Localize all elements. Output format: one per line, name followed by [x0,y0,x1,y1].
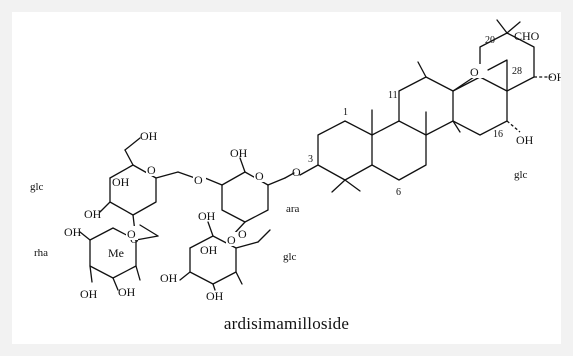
c3-oxygen-label: O [292,165,301,179]
glucose-lower-ring [179,221,271,291]
oh-c22-label: OH [548,70,561,84]
carbon-number-20: 20 [485,35,495,46]
ara-ring-o-label: O [255,169,264,183]
rha-oh-1-label: OH [64,225,82,239]
glycosidic-o-label: O [194,173,203,187]
figure-panel: CHO O OH OH O 1 3 6 11 16 20 28 OH O O O… [12,12,561,344]
rha-oh-2-label: OH [80,287,98,301]
glc-outer-oh-4-label: OH [84,207,102,221]
aglycone-skeleton [299,19,552,193]
glc-lower-oh-1-label: OH [198,209,216,223]
ara-c2-o-label: O [238,227,247,241]
carbon-number-11: 11 [388,90,398,101]
epoxy-o-label: O [470,65,479,79]
rha-oh-3-label: OH [118,285,136,299]
carbon-number-3: 3 [308,154,313,165]
sugar-label-glc-lower: glc [283,251,297,263]
ara-oh-label: OH [230,146,248,160]
rha-ring-o-label: O [127,227,136,241]
sugar-label-glc-right: glc [514,169,528,181]
sugar-label-ara: ara [286,203,300,215]
sugar-label-glc-outer: glc [30,181,44,193]
glc-outer-ch2oh-label: OH [140,129,158,143]
arabinose-ring [204,157,295,237]
glc-lower-oh-3-label: OH [160,271,178,285]
glc-lower-ring-o-label: O [227,233,236,247]
structure-diagram: CHO O OH OH O 1 3 6 11 16 20 28 OH O O O… [30,19,561,303]
oh-c16-label: OH [516,133,534,147]
carbon-number-1: 1 [343,107,348,118]
glc-lower-oh-4-label: OH [206,289,224,303]
sugar-label-rha: rha [34,247,48,259]
glc-outer-ring-o-label: O [147,163,156,177]
carbon-number-28: 28 [512,66,522,77]
glc-outer-oh-3-label: OH [112,175,130,189]
compound-name: ardisimamilloside [223,314,350,333]
rhamnose-ring [79,224,159,291]
carbon-number-16: 16 [493,129,503,140]
carbon-number-6: 6 [396,187,401,198]
cho-label: CHO [514,29,540,43]
glc-lower-oh-2-label: OH [200,243,218,257]
rha-me-label: Me [108,246,124,260]
